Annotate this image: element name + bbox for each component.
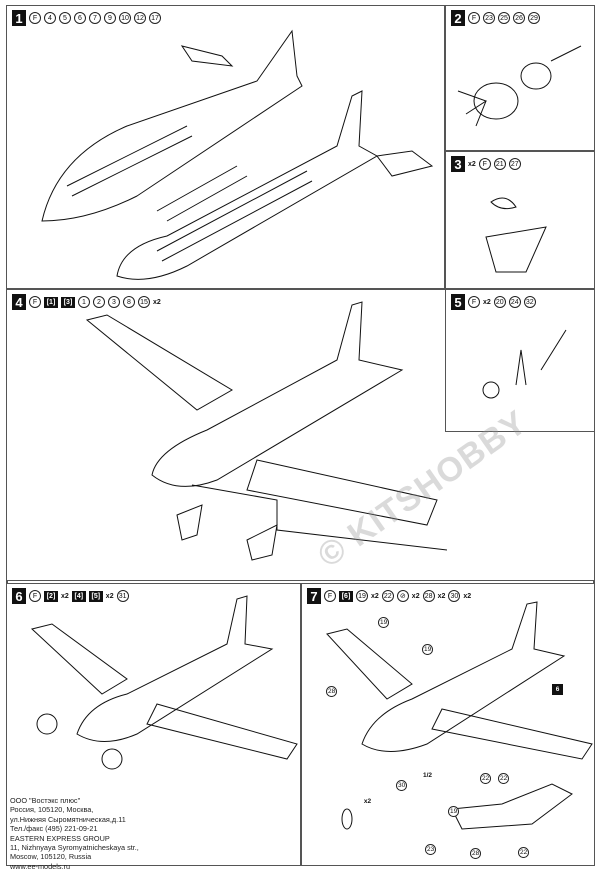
part-callout: 30 (396, 780, 408, 791)
part-number: 10 (119, 12, 131, 24)
part-number: 2 (93, 296, 105, 308)
part-number: 7 (89, 12, 101, 24)
part-number: 22 (381, 590, 394, 602)
part-number: 28 (422, 590, 435, 602)
part-number: 30 (448, 590, 461, 602)
wing-assembly-drawing (85, 301, 447, 561)
quantity-label: x2 (411, 592, 420, 600)
step-number: 1 (12, 10, 26, 26)
part-callout: 22 (498, 773, 510, 784)
quantity-callout: 1/2 (422, 770, 434, 781)
part-number: 21 (493, 158, 506, 170)
address-line: ул.Нижняя Сыромятническая,д.11 (10, 814, 126, 824)
part-number: 3 (108, 296, 120, 308)
part-number: 15 (138, 296, 150, 308)
step-number: 4 (12, 294, 26, 310)
quantity-callout: x2 (362, 796, 373, 807)
final-assembly-drawing (326, 601, 593, 830)
part-number: 5 (59, 12, 71, 24)
part-number: F (29, 590, 41, 602)
part-number: 32 (523, 296, 536, 308)
quantity-label: x2 (153, 298, 161, 306)
quantity-label: x2 (463, 592, 472, 600)
part-number: F (468, 296, 480, 308)
part-number: 1 (78, 296, 90, 308)
address-line: Moscow, 105120, Russia (10, 852, 92, 862)
part-number: 12 (134, 12, 146, 24)
part-callout: 22 (480, 773, 492, 784)
part-number: 4 (44, 12, 56, 24)
address-line: 11, Nizhnyaya Syromyatnicheskaya str., (10, 843, 139, 853)
part-number: 23 (483, 12, 495, 24)
part-number: 8 (123, 296, 135, 308)
part-number: 26 (513, 12, 525, 24)
manufacturer-address: ООО "Востэкс плюс" Россия, 105120, Москв… (10, 796, 139, 871)
part-number: 25 (498, 12, 510, 24)
step-reference: [1] (44, 296, 58, 308)
part-callout: 19 (378, 617, 390, 628)
part-number: 27 (508, 158, 521, 170)
address-line: EASTERN EXPRESS GROUP (10, 833, 110, 843)
part-number: F (29, 12, 41, 24)
part-callout: 28 (326, 686, 338, 697)
part-callout: 23 (425, 844, 437, 855)
part-number: 6 (74, 12, 86, 24)
propeller-engine-drawing (457, 45, 582, 127)
part-number: 20 (493, 296, 506, 308)
part-callout: 28 (470, 848, 482, 859)
step-number: 7 (307, 588, 321, 604)
part-number: F (324, 590, 336, 602)
part-number: 31 (116, 590, 129, 602)
part-callout: 19 (448, 806, 460, 817)
fuselage-assembly-drawing (41, 29, 434, 280)
quantity-label: x2 (371, 592, 379, 600)
part-number: F (478, 158, 491, 170)
part-number: 19 (356, 590, 368, 602)
part-number: 29 (528, 12, 540, 24)
quantity-label: x2 (483, 298, 491, 306)
quantity-label: x2 (437, 592, 446, 600)
part-number: 9 (104, 12, 116, 24)
part-number: ⊘ (396, 590, 409, 602)
address-line: Тел./факс (495) 221-09-21 (10, 824, 98, 834)
step-reference: [2] (44, 590, 58, 602)
quantity-label: x2 (468, 160, 476, 168)
part-number: F (468, 12, 480, 24)
quantity-label: x2 (61, 592, 69, 600)
step-reference: [6] (339, 590, 353, 602)
part-number: 24 (508, 296, 521, 308)
step-reference-callout: 6 (552, 684, 563, 695)
step-number: 2 (451, 10, 465, 26)
website-link[interactable]: www.ee-models.ru (10, 861, 71, 871)
part-callout: 19 (422, 644, 434, 655)
canopy-drawing (485, 197, 547, 273)
quantity-label: x2 (105, 592, 114, 600)
step-number: 5 (451, 294, 465, 310)
step-number: 6 (12, 588, 26, 604)
step-number: 3 (451, 156, 465, 172)
landing-gear-drawing (482, 329, 567, 399)
address-line: ООО "Востэкс плюс" (10, 796, 81, 805)
step-reference: [5] (88, 590, 103, 602)
step-reference: [3] (61, 296, 75, 308)
engine-gear-assembly-drawing (30, 595, 298, 770)
step-reference: [4] (71, 590, 86, 602)
part-number: F (29, 296, 41, 308)
address-line: Россия, 105120, Москва, (10, 805, 94, 815)
part-callout: 22 (518, 847, 530, 858)
part-number: 17 (149, 12, 161, 24)
